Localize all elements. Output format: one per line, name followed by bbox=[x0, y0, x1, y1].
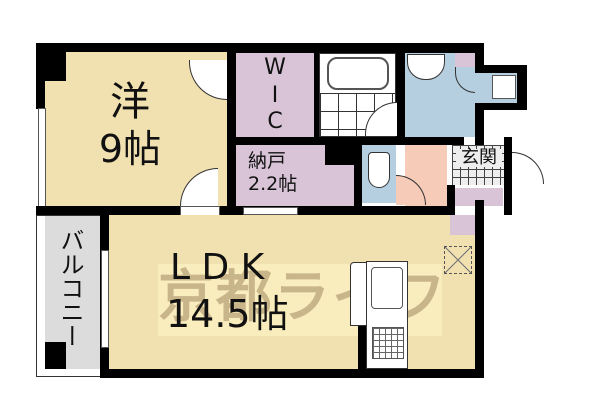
entrance-name: 玄関 bbox=[456, 149, 502, 167]
laundry-pan-icon bbox=[492, 75, 516, 99]
entrance-wall bbox=[504, 137, 512, 207]
toilet-wall bbox=[354, 137, 464, 145]
wall-above-ldk bbox=[36, 206, 448, 216]
room-wic bbox=[236, 53, 314, 137]
outer-wall-top bbox=[36, 43, 184, 53]
pipe-shaft-icon bbox=[444, 246, 472, 274]
corner-pillar bbox=[36, 43, 66, 81]
washbasin-icon bbox=[407, 54, 445, 80]
western-room-size: 9帖 bbox=[98, 127, 162, 171]
stove-icon bbox=[372, 327, 404, 359]
closet-small bbox=[455, 53, 475, 67]
storage-size: 2.2帖 bbox=[248, 173, 298, 195]
storage-name: 納戸 bbox=[248, 150, 287, 172]
window-western bbox=[38, 108, 46, 208]
wall-western-wic bbox=[227, 43, 236, 208]
western-room-name: 洋 bbox=[110, 79, 150, 125]
shoe-closet bbox=[455, 188, 503, 206]
wall-storage-right bbox=[354, 143, 362, 208]
ldk-name: L D K bbox=[170, 247, 265, 288]
wall-wic-storage bbox=[236, 137, 320, 145]
balcony-drain bbox=[45, 342, 66, 369]
storage-notch bbox=[325, 145, 361, 165]
wic-letter-c: C bbox=[267, 109, 283, 134]
wall-below-entrance bbox=[447, 185, 512, 215]
wic-letter-w: W bbox=[264, 55, 286, 80]
balcony-name: バルコニー bbox=[56, 228, 84, 348]
wall-ldk-bottom bbox=[100, 369, 484, 378]
wall-ldk-right bbox=[475, 200, 484, 378]
bathtub-icon bbox=[327, 57, 389, 90]
wic-letter-i: I bbox=[271, 83, 279, 108]
sink-icon bbox=[371, 267, 403, 309]
toilet-icon bbox=[368, 152, 390, 188]
door-entrance bbox=[512, 152, 544, 184]
closet-ldk bbox=[450, 215, 475, 235]
window-ldk-balcony bbox=[101, 250, 109, 348]
ldk-size: 14.5帖 bbox=[166, 292, 289, 336]
opening-storage-ldk bbox=[243, 207, 298, 215]
kitchen-wall-stub bbox=[358, 326, 366, 370]
